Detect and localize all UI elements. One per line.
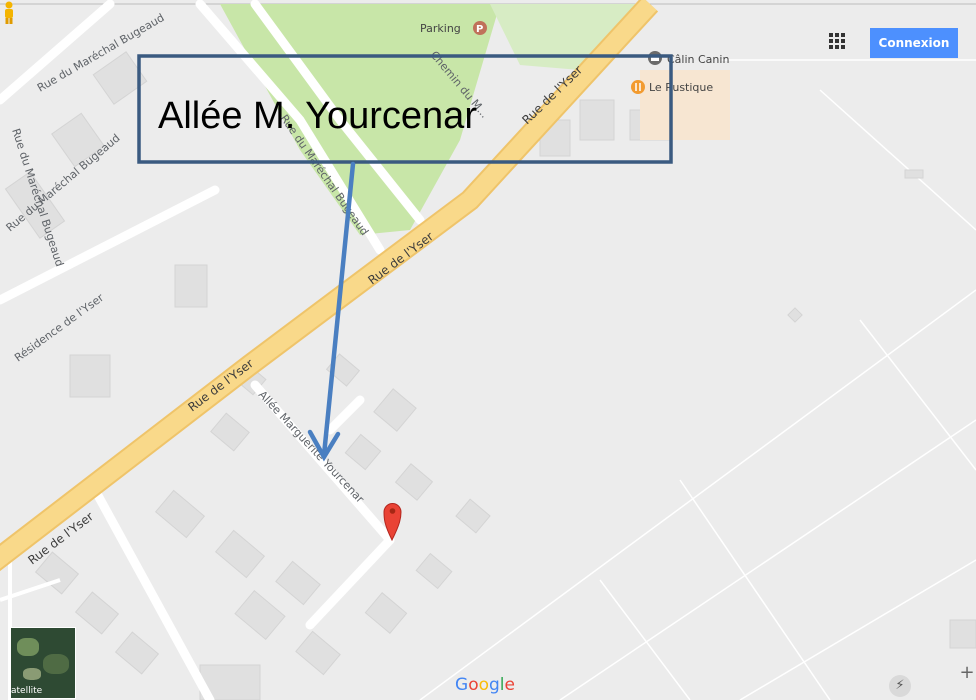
- park-upper-right: [490, 4, 650, 70]
- svg-text:Câlin Canin: Câlin Canin: [667, 53, 729, 66]
- parking-icon: P: [473, 21, 487, 35]
- minor-roads: [0, 0, 425, 700]
- poi-parking[interactable]: Parking P: [420, 21, 487, 35]
- annotation-arrow: [307, 161, 356, 462]
- pegman-icon[interactable]: [0, 0, 18, 26]
- satellite-thumb-field: [23, 668, 41, 680]
- restaurant-icon: [631, 80, 645, 94]
- google-logo: Google: [455, 675, 515, 695]
- zoom-in-button[interactable]: +: [959, 662, 975, 683]
- major-road: [0, 0, 657, 569]
- sign-in-button[interactable]: Connexion: [870, 28, 958, 58]
- poi-le-rustique[interactable]: Le Rustique: [631, 80, 713, 94]
- lightning-icon[interactable]: ⚡: [889, 675, 911, 697]
- apps-grid-icon[interactable]: [829, 33, 849, 53]
- annotation-box: [137, 54, 673, 164]
- satellite-thumb-field: [43, 654, 69, 674]
- map-pin-icon[interactable]: [383, 503, 402, 542]
- parcel-lines: [419, 59, 976, 700]
- svg-text:Le Rustique: Le Rustique: [649, 81, 713, 94]
- park: [220, 4, 500, 235]
- svg-text:Parking: Parking: [420, 22, 461, 35]
- satellite-thumb-field: [17, 638, 39, 656]
- satellite-toggle[interactable]: atellite: [10, 627, 76, 699]
- restaurant-lot: [640, 70, 730, 140]
- shop-icon: [648, 51, 662, 65]
- satellite-label: atellite: [11, 686, 43, 696]
- svg-text:P: P: [476, 24, 483, 35]
- annotation-label: Allée M. Yourcenar: [158, 95, 477, 137]
